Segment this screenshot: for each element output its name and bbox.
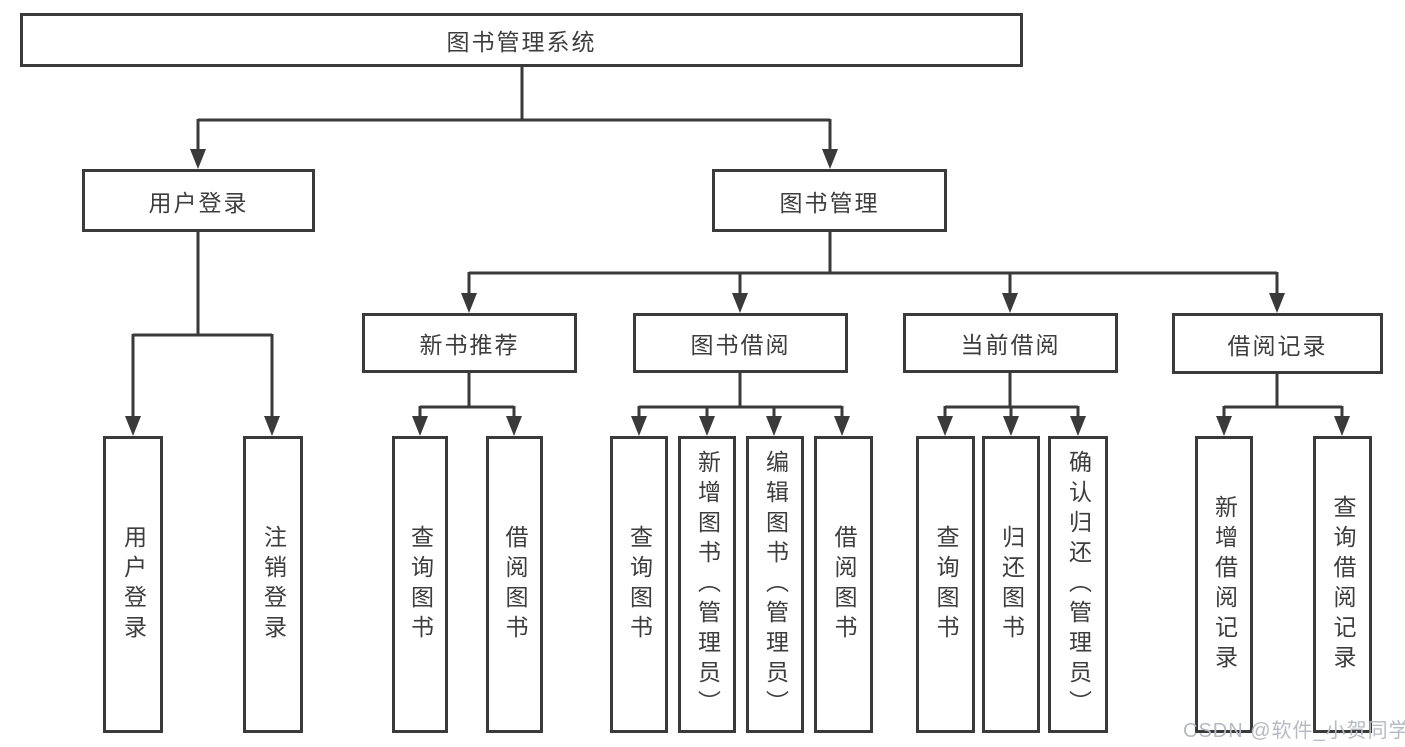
node-user-login: 用户登录 xyxy=(82,169,315,232)
node-current-borrow: 当前借阅 xyxy=(903,313,1118,373)
leaf-borrow-books: 借阅图书 xyxy=(814,436,873,733)
leaf-add-books-admin: 新增图书（管理员） xyxy=(678,436,736,733)
leaf-label: 编辑图书（管理员） xyxy=(762,449,789,720)
leaf-label: 借阅图书 xyxy=(831,524,857,645)
leaf-return-books: 归还图书 xyxy=(982,436,1040,733)
leaf-label: 查询图书 xyxy=(407,524,434,645)
leaf-borrow-books-recommend: 借阅图书 xyxy=(486,436,543,733)
leaf-label: 借阅图书 xyxy=(502,524,528,645)
leaf-query-books-current: 查询图书 xyxy=(916,436,975,733)
csdn-watermark: CSDN @软件_小贺同学 xyxy=(1183,720,1405,742)
leaf-query-books-borrow: 查询图书 xyxy=(610,436,668,733)
leaf-logout: 注销登录 xyxy=(243,436,303,733)
node-book-management: 图书管理 xyxy=(712,169,947,232)
leaf-query-borrow-record: 查询借阅记录 xyxy=(1313,436,1372,733)
leaf-query-books-recommend: 查询图书 xyxy=(392,436,448,733)
leaf-label: 确认归还（管理员） xyxy=(1065,449,1092,720)
node-borrow-records: 借阅记录 xyxy=(1172,313,1383,374)
leaf-edit-books-admin: 编辑图书（管理员） xyxy=(746,436,804,733)
node-new-book-recommend: 新书推荐 xyxy=(362,313,577,373)
leaf-label: 注销登录 xyxy=(260,524,287,645)
leaf-label: 新增图书（管理员） xyxy=(694,449,721,720)
leaf-label: 查询图书 xyxy=(933,524,959,645)
leaf-label: 查询图书 xyxy=(626,524,653,645)
leaf-label: 归还图书 xyxy=(998,524,1025,645)
leaf-add-borrow-record: 新增借阅记录 xyxy=(1195,436,1253,733)
node-book-borrow: 图书借阅 xyxy=(633,313,848,373)
leaf-user-login: 用户登录 xyxy=(103,436,163,733)
node-root-library-system: 图书管理系统 xyxy=(20,13,1023,67)
leaf-label: 新增借阅记录 xyxy=(1211,494,1238,675)
leaf-confirm-return-admin: 确认归还（管理员） xyxy=(1048,436,1108,733)
leaf-label: 查询借阅记录 xyxy=(1330,494,1356,675)
leaf-label: 用户登录 xyxy=(120,524,147,645)
